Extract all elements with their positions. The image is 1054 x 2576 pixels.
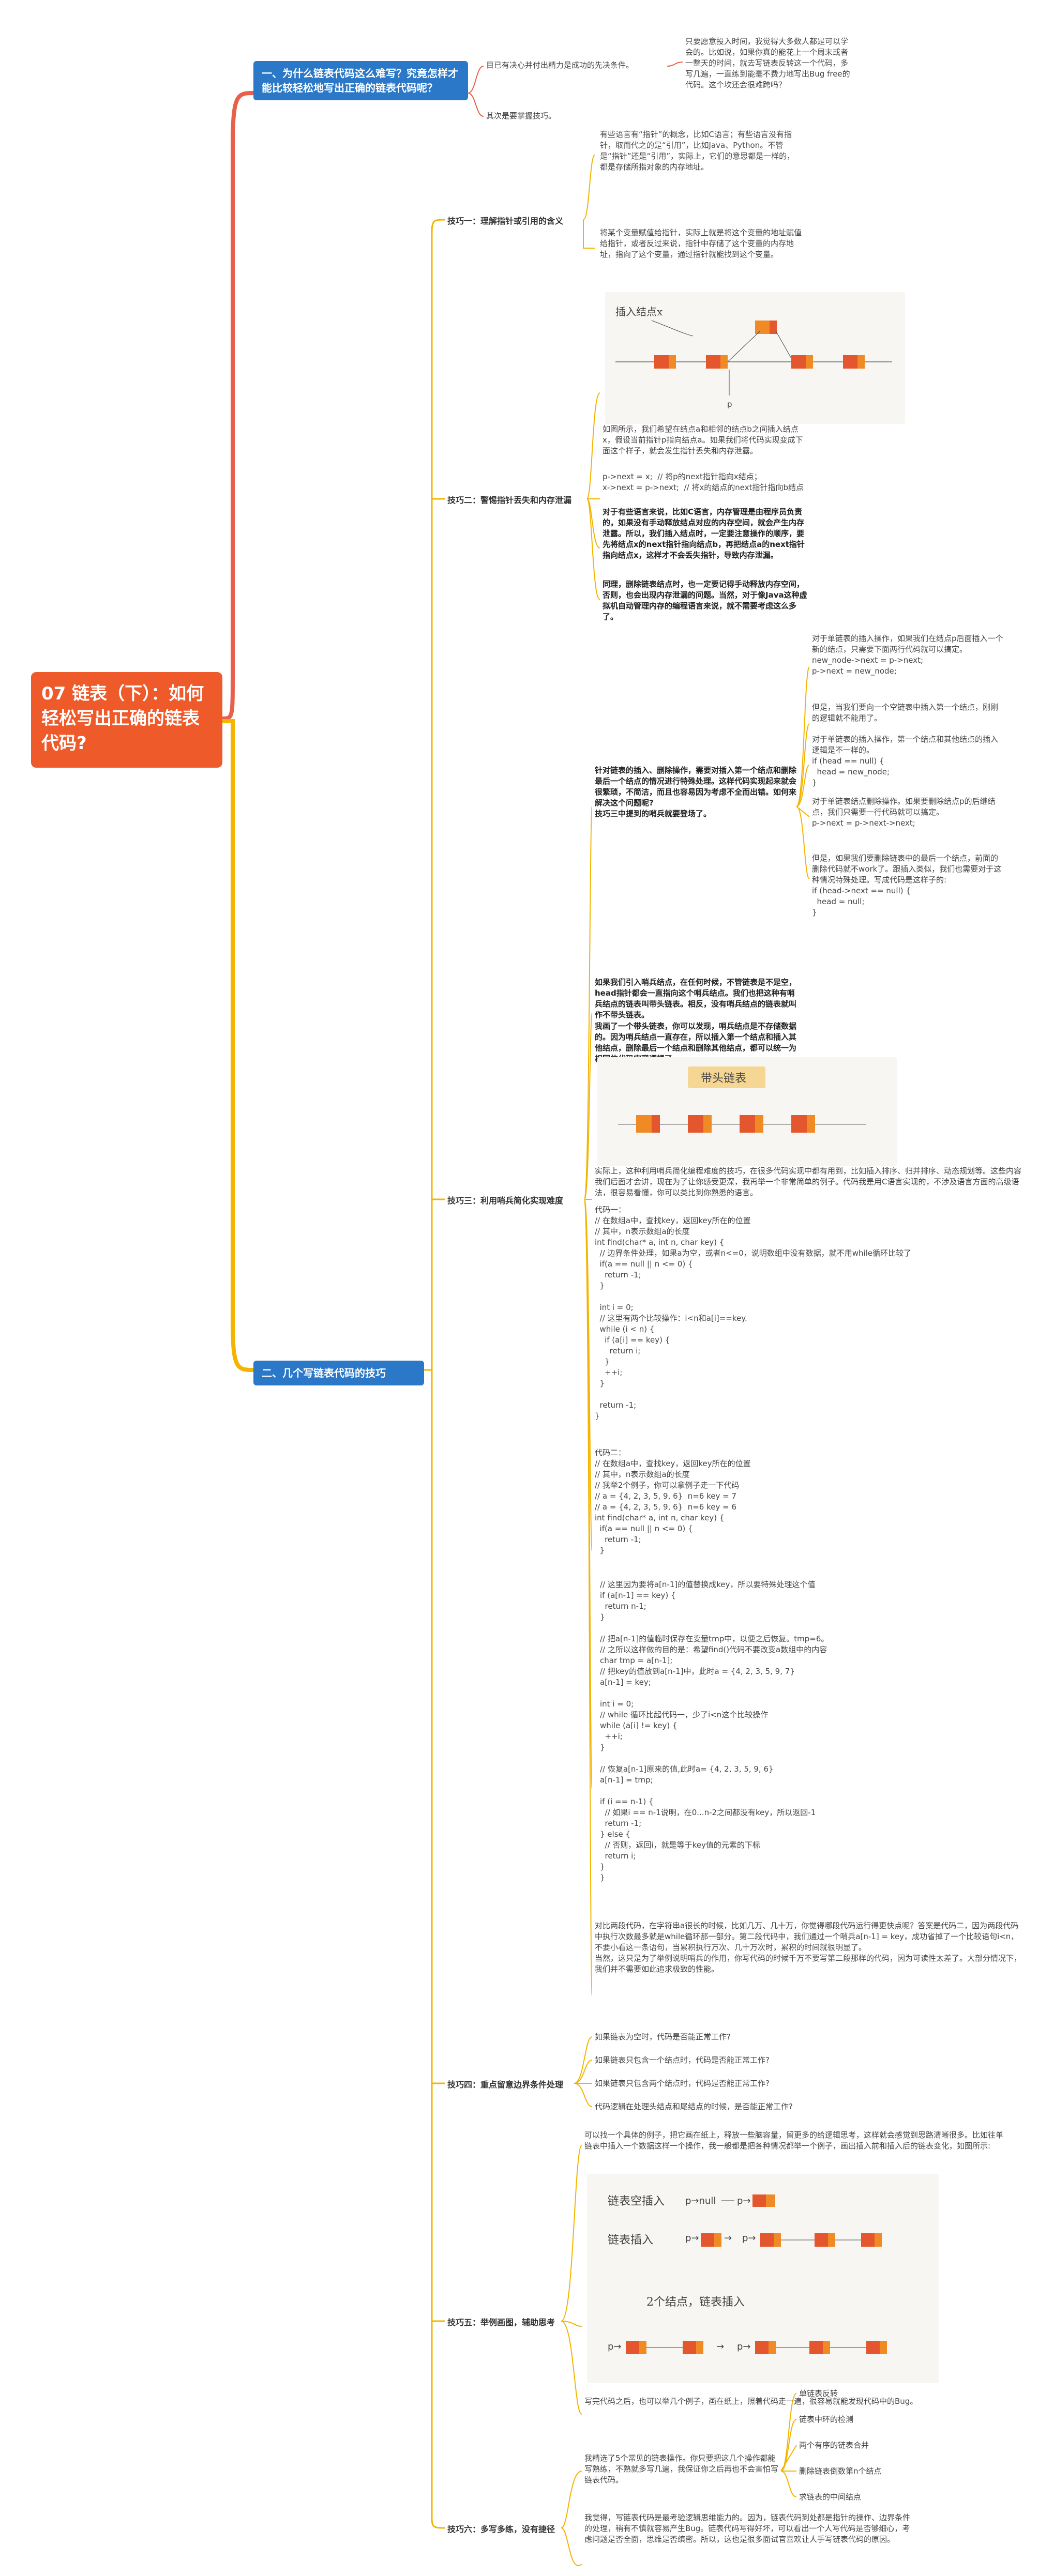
- tip3-right-3: 对于单链表的插入操作，第一个结点和其他结点的插入逻辑是不一样的。 if (hea…: [812, 735, 999, 787]
- svg-text:p: p: [727, 400, 732, 409]
- tip3-right-2: 但是，当我们要向一个空链表中插入第一个结点，刚刚的逻辑就不能用了。: [812, 703, 999, 723]
- svg-text:p→: p→: [737, 2196, 751, 2206]
- tip2-bold-1: 对于有些语言来说，比如C语言，内存管理是由程序员负责的，如果没有手动释放结点对应…: [603, 507, 805, 560]
- sentinel-list-sketch: 带头链表: [597, 1057, 897, 1166]
- tip1-note-2: 将某个变量赋值给指针，实际上就是将这个变量的地址赋值给指针，或者反过来说，指针中…: [600, 228, 802, 259]
- tip2-label[interactable]: 技巧二：警惕指针丢失和内存泄漏: [447, 495, 572, 505]
- tip6-op-4: 删除链表倒数第n个结点: [799, 2466, 882, 2476]
- tip3-intro: 针对链表的插入、删除操作，需要对插入第一个结点和删除最后一个结点的情况进行特殊处…: [595, 766, 797, 818]
- branch1-prereq: 目已有决心并付出精力是成功的先决条件。: [486, 60, 634, 70]
- tip3-right-5: 但是，如果我们要删除链表中的最后一个结点，前面的删除代码就不work了。跟插入类…: [812, 853, 1002, 917]
- tip3-conclusion: 对比两段代码，在字符串a很长的时候，比如几万、几十万，你觉得哪段代码运行得更快点…: [595, 1921, 1022, 1974]
- insert-cases-diagram: 链表空插入 p→null p→ 链表插入 p→ → p→ 2个结点，链表插入 p…: [608, 2194, 887, 2354]
- sketch-caption-insert-list: 链表插入: [608, 2234, 653, 2247]
- tip3-right-4: 对于单链表结点删除操作。如果要删除结点p的后继结点，我们只需要一行代码就可以搞定…: [812, 797, 996, 828]
- tip6-op-2: 链表中环的检测: [799, 2415, 854, 2424]
- tip5-label[interactable]: 技巧五：举例画图，辅助思考: [447, 2318, 555, 2327]
- tip3-code1: 代码一： // 在数组a中，查找key，返回key所在的位置 // 其中，n表示…: [595, 1205, 912, 1421]
- tip4-label[interactable]: 技巧四：重点留意边界条件处理: [447, 2080, 564, 2090]
- tip3-after: 实际上，这种利用哨兵简化编程难度的技巧，在很多代码实现中都有用到，比如插入排序、…: [595, 1166, 1022, 1197]
- svg-text:p→: p→: [737, 2341, 751, 2352]
- tip3-label[interactable]: 技巧三：利用哨兵简化实现难度: [447, 1196, 564, 1206]
- branch1-connector: [222, 91, 254, 721]
- tip5-after: 写完代码之后，也可以举几个例子，画在纸上，照着代码走一遍，很容易就能发现代码中的…: [584, 2397, 918, 2406]
- tip4-check-4: 代码逻辑在处理头结点和尾结点的时候，是否能正常工作?: [595, 2102, 793, 2111]
- tip2-note-1: 如图所示，我们希望在结点a和相邻的结点b之间插入结点x，假设当前指针p指向结点a…: [603, 424, 803, 455]
- svg-text:p→null: p→null: [685, 2196, 716, 2206]
- tip3-sentinel-1: 如果我们引入哨兵结点，在任何时候，不管链表是不是空，head指针都会一直指向这个…: [595, 978, 797, 1019]
- sketch-caption-empty: 链表空插入: [608, 2195, 665, 2208]
- svg-text:p→: p→: [742, 2233, 756, 2244]
- tip2-bold-2: 同理，删除链表结点时，也一定要记得手动释放内存空间，否则，也会出现内存泄漏的问题…: [603, 580, 807, 621]
- tip4-check-1: 如果链表为空时，代码是否能正常工作?: [595, 2032, 731, 2041]
- insert-cases-sketch: 链表空插入 p→null p→ 链表插入 p→ → p→ 2个结点，链表插入 p…: [587, 2174, 939, 2383]
- tip4-check-2: 如果链表只包含一个结点时，代码是否能正常工作?: [595, 2055, 770, 2065]
- tip4-check-3: 如果链表只包含两个结点时，代码是否能正常工作?: [595, 2079, 770, 2088]
- tip6-label[interactable]: 技巧六：多写多练，没有捷径: [447, 2524, 555, 2534]
- branch1-topic[interactable]: 一、为什么链表代码这么难写？究竟怎样才能比较轻松地写出正确的链表代码呢？: [253, 61, 468, 100]
- tip2-code: p->next = x; // 将p的next指针指向x结点； x->next …: [603, 472, 804, 492]
- tip6-after: 我觉得，写链表代码是最考验逻辑思维能力的。因为，链表代码到处都是指针的操作、边界…: [584, 2513, 911, 2544]
- root-topic[interactable]: 07 链表（下）：如何轻松写出正确的链表代码?: [31, 672, 222, 768]
- branch1-note: 只要愿意投入时间，我觉得大多数人都是可以学会的。比如说，如果你真的能花上一个周末…: [685, 37, 850, 89]
- sketch-caption-sentinel: 带头链表: [701, 1072, 746, 1085]
- tip6-intro: 我精选了5个常见的链表操作。你只要把这几个操作都能写熟练，不熟就多写几遍，我保证…: [584, 2453, 779, 2484]
- svg-text:→: →: [716, 2341, 724, 2352]
- insert-node-diagram: 插入结点x p: [615, 306, 892, 409]
- tip6-op-3: 两个有序的链表合并: [799, 2441, 869, 2450]
- svg-text:→: →: [724, 2233, 732, 2244]
- svg-text:p→: p→: [608, 2341, 622, 2352]
- tips-trunk: [424, 219, 445, 2529]
- tip1-note-1: 有些语言有“指针”的概念，比如C语言；有些语言没有指针，取而代之的是“引用”，比…: [600, 130, 795, 172]
- branch2-connector: [222, 719, 254, 1372]
- tip6-op-5: 求链表的中间结点: [799, 2492, 862, 2502]
- tip1-label[interactable]: 技巧一：理解指针或引用的含义: [447, 216, 564, 226]
- sentinel-list-diagram: 带头链表: [618, 1066, 866, 1133]
- insert-node-sketch: 插入结点x p: [605, 292, 905, 424]
- branch2-topic[interactable]: 二、几个写链表代码的技巧: [253, 1361, 424, 1385]
- sketch-caption-two-nodes: 2个结点，链表插入: [646, 2296, 745, 2309]
- sketch-caption-insert: 插入结点x: [615, 306, 663, 318]
- svg-text:p→: p→: [685, 2233, 699, 2244]
- tip3-right-1: 对于单链表的插入操作，如果我们在结点p后面插入一个新的结点，只需要下面两行代码就…: [812, 634, 1003, 676]
- tip6-op-1: 单链表反转: [799, 2389, 838, 2398]
- tip3-code2: 代码二： // 在数组a中，查找key，返回key所在的位置 // 其中，n表示…: [595, 1448, 751, 1555]
- tip5-intro: 可以找一个具体的例子，把它画在纸上，释放一些脑容量，留更多的给逻辑思考，这样就会…: [584, 2130, 1004, 2151]
- tip3-code3: // 这里因为要将a[n-1]的值替换成key，所以要特殊处理这个值 if (a…: [600, 1580, 829, 1882]
- branch1-skill: 其次是要掌握技巧。: [486, 111, 556, 120]
